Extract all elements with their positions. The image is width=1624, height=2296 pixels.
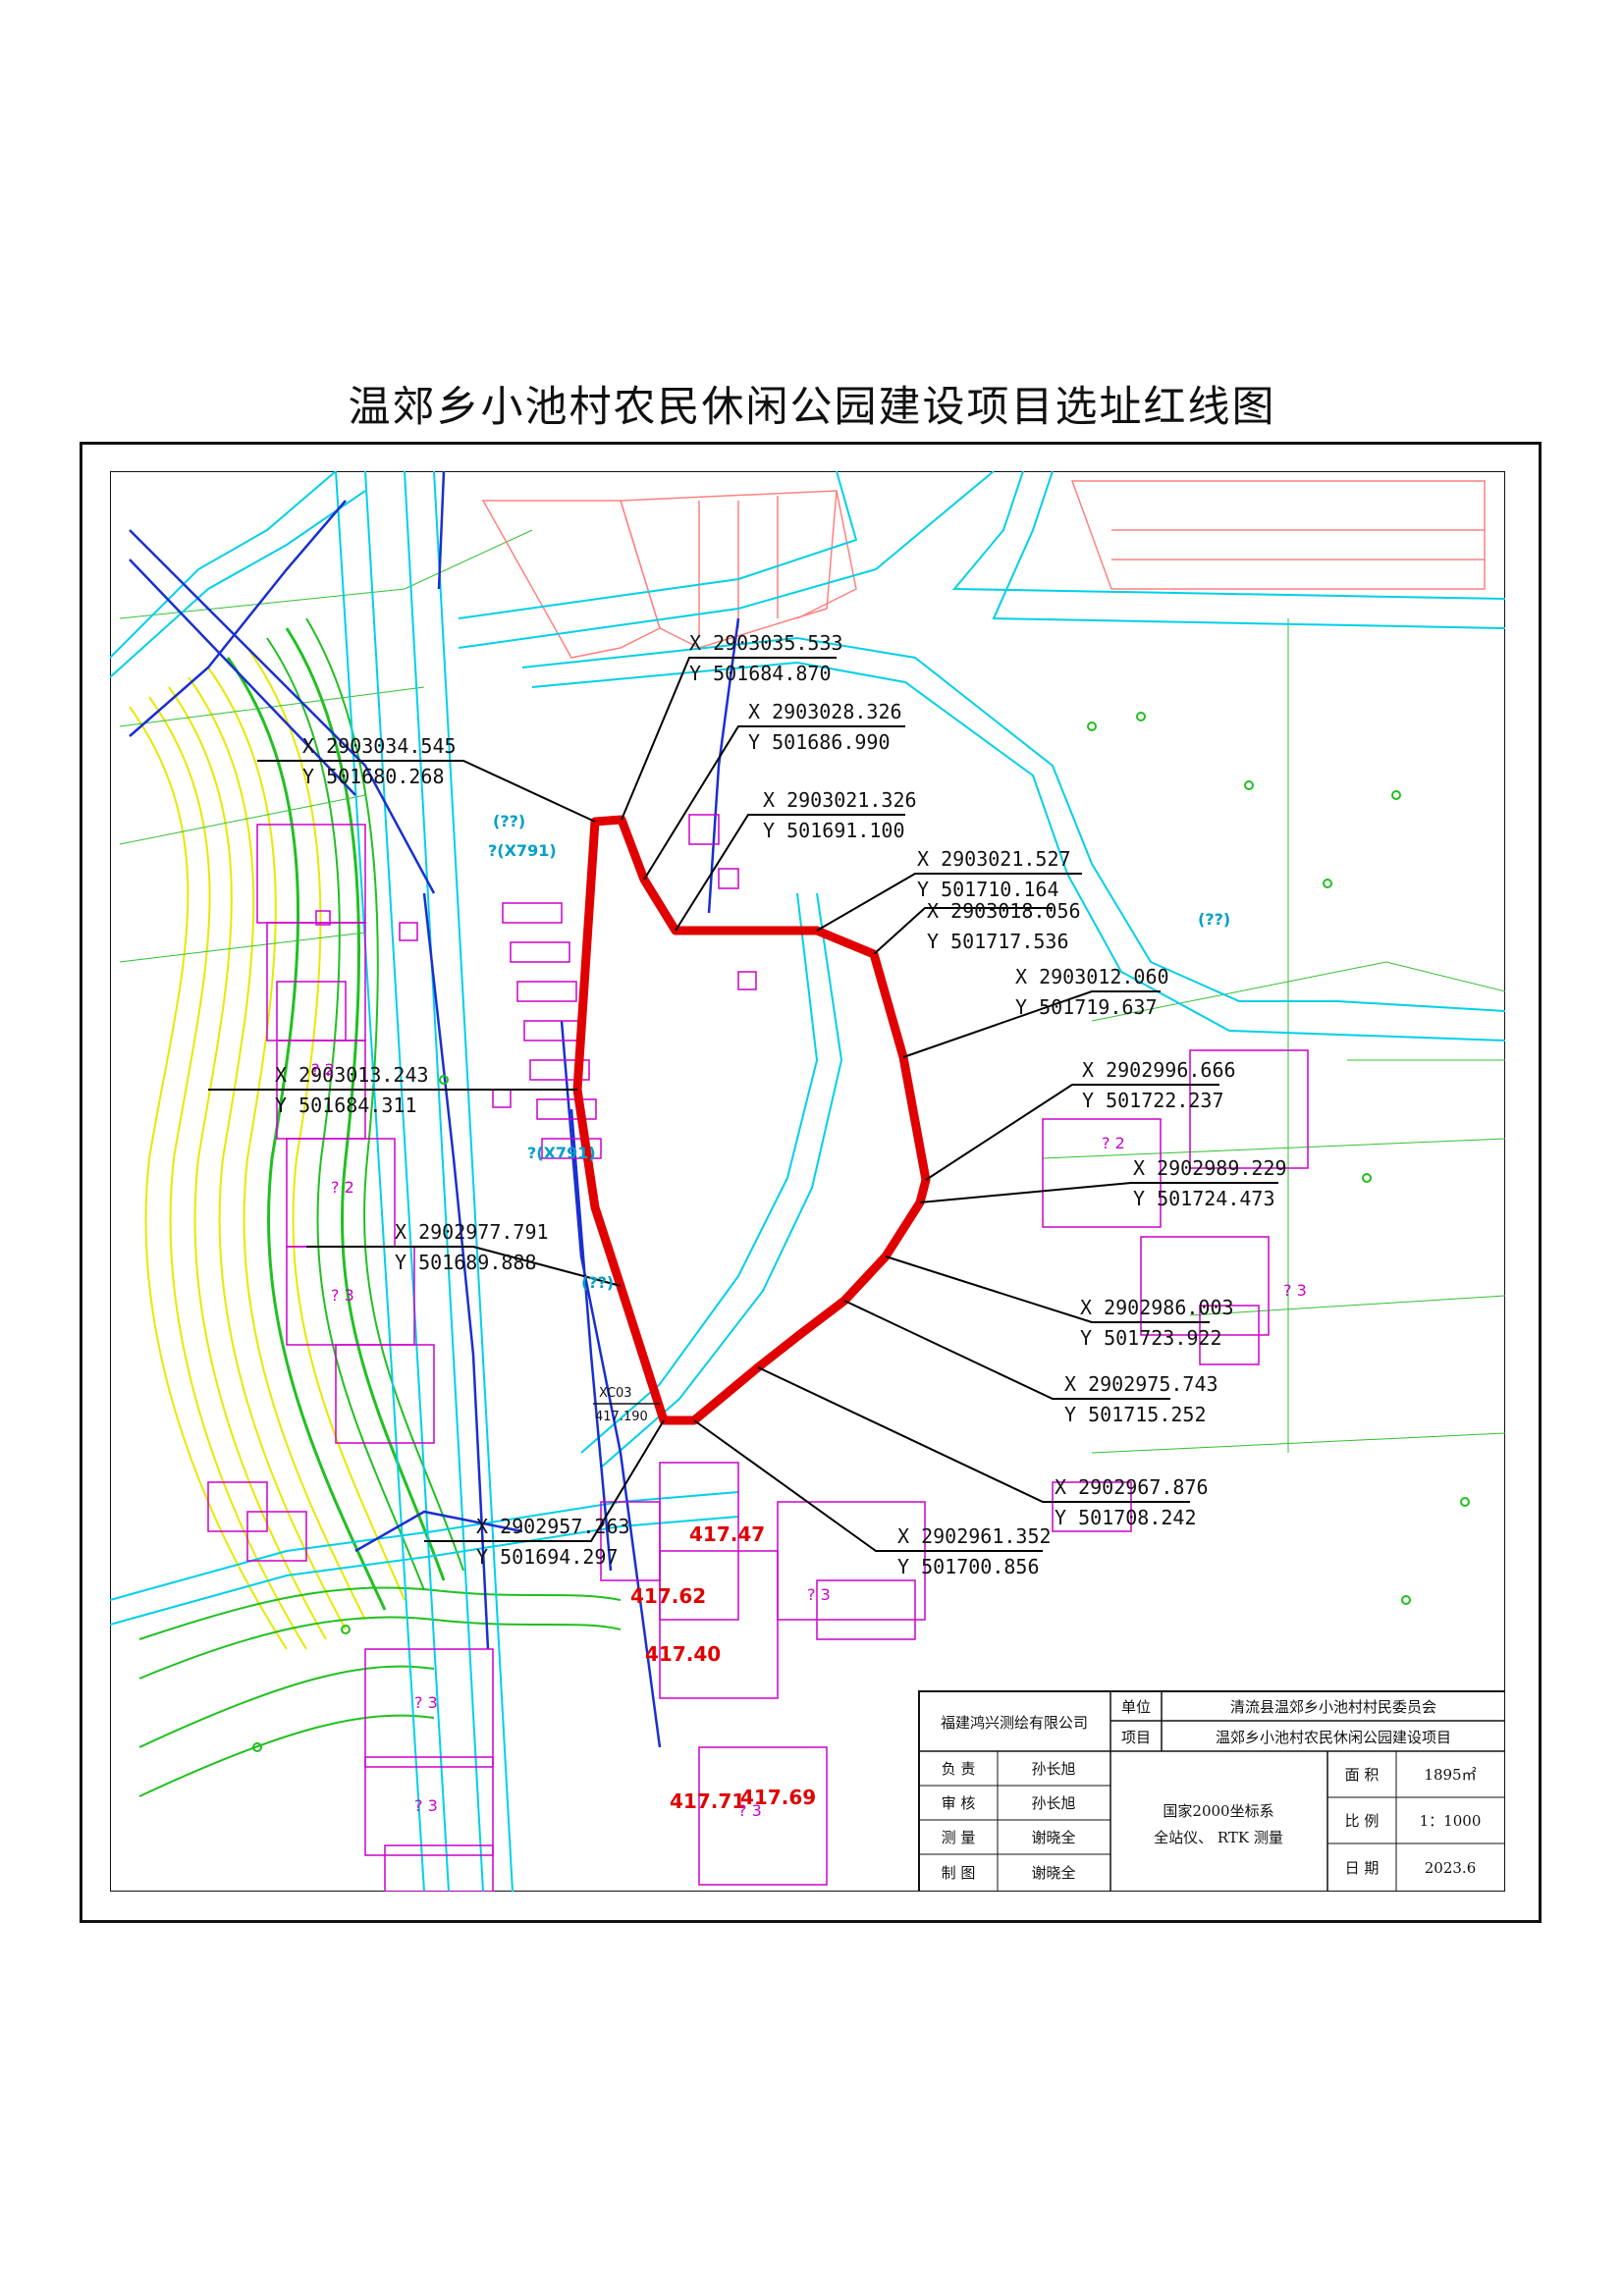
building-label-3c: ? 3 [414, 1693, 438, 1712]
survey-method: 全站仪、 RTK 测量 [1154, 1829, 1283, 1846]
control-point-elevation: 417.190 [595, 1410, 648, 1424]
control-point-label: XC03 [599, 1386, 632, 1401]
building-label-3b: ? 3 [1283, 1281, 1307, 1300]
road-label-q3: (??) [1198, 910, 1230, 929]
scale-label: 比 例 [1345, 1812, 1380, 1830]
name-2: 孙长旭 [1031, 1794, 1075, 1812]
coord-7-x: X 2903012.060 [1015, 965, 1169, 988]
road-network [110, 471, 1505, 1892]
coord-6-y: Y 501717.536 [927, 930, 1069, 953]
coord-14-y: Y 501708.242 [1055, 1506, 1197, 1529]
title-block-company: 福建鸿兴测绘有限公司 [941, 1714, 1088, 1732]
name-4: 谢晓全 [1031, 1864, 1075, 1882]
map-canvas: X 2903035.533 Y 501684.870 X 2903028.326… [110, 471, 1505, 1892]
date-value: 2023.6 [1425, 1859, 1477, 1877]
role-1: 负 责 [942, 1760, 976, 1778]
red-parcels [481, 480, 1486, 659]
title-block-project-label: 项目 [1121, 1729, 1151, 1746]
road-label-x791-2: ?(X791) [527, 1144, 596, 1162]
coordinate-system: 国家2000坐标系 [1163, 1802, 1273, 1820]
coord-1-y: Y 501684.870 [689, 662, 832, 685]
coord-9-y: Y 501722.237 [1082, 1089, 1224, 1112]
coord-13-x: X 2902975.743 [1064, 1372, 1218, 1396]
title-block-unit-value: 清流县温郊乡小池村村民委员会 [1230, 1698, 1436, 1716]
scale-value: 1：1000 [1420, 1812, 1482, 1830]
area-value: 1895㎡ [1424, 1766, 1476, 1784]
coord-15-y: Y 501694.297 [476, 1545, 619, 1569]
name-3: 谢晓全 [1031, 1829, 1075, 1846]
coordinate-labels: X 2903035.533 Y 501684.870 X 2903028.326… [275, 631, 1287, 1578]
date-label: 日 期 [1345, 1859, 1380, 1877]
coord-15-x: X 2902957.263 [476, 1515, 630, 1538]
coord-1-x: X 2903035.533 [689, 631, 843, 655]
outer-frame [80, 442, 1542, 1923]
coord-16-y: Y 501700.856 [897, 1555, 1040, 1578]
elevation-4: 417.71 [670, 1789, 745, 1813]
building-label-3a: ? 3 [331, 1286, 354, 1305]
parcel-lines [119, 529, 1505, 1454]
coord-16-x: X 2902961.352 [897, 1524, 1052, 1548]
coord-9-x: X 2902996.666 [1082, 1058, 1236, 1082]
title-block: 福建鸿兴测绘有限公司 单位 清流县温郊乡小池村村民委员会 项目 温郊乡小池村农民… [918, 1690, 1505, 1892]
building-label-3f: ? 3 [807, 1585, 831, 1604]
building-label-3e: ? 3 [738, 1801, 762, 1820]
coord-3-x: X 2903034.545 [302, 734, 457, 758]
coord-11-x: X 2902977.791 [395, 1220, 549, 1244]
coord-12-y: Y 501723.922 [1080, 1326, 1222, 1350]
coord-7-y: Y 501719.637 [1015, 995, 1158, 1019]
name-1: 孙长旭 [1031, 1760, 1075, 1778]
page-title: 温郊乡小池村农民休闲公园建设项目选址红线图 [348, 383, 1276, 432]
role-3: 测 量 [942, 1829, 976, 1846]
coord-6-x: X 2903018.056 [927, 899, 1081, 923]
coord-8-x: X 2903013.243 [275, 1063, 429, 1087]
coord-2-y: Y 501686.990 [748, 730, 891, 754]
contour-lines [129, 617, 622, 1797]
road-label-q1: (??) [493, 812, 525, 830]
coord-10-y: Y 501724.473 [1133, 1187, 1275, 1210]
role-2: 审 核 [942, 1794, 976, 1812]
elevation-2: 417.62 [630, 1584, 706, 1608]
building-label-2a: ? 2 [311, 1060, 335, 1079]
road-label-x791-1: ?(X791) [488, 841, 557, 860]
title-block-unit-label: 单位 [1121, 1698, 1151, 1716]
elevation-5: 417.69 [740, 1786, 816, 1809]
coord-14-x: X 2902967.876 [1055, 1475, 1209, 1499]
building-label-2c: ? 2 [1102, 1134, 1125, 1152]
coord-3-y: Y 501680.268 [302, 765, 445, 788]
building-label-2b: ? 2 [331, 1178, 354, 1197]
coord-10-x: X 2902989.229 [1133, 1156, 1287, 1180]
coord-4-x: X 2903021.326 [763, 788, 917, 812]
coord-12-x: X 2902986.003 [1080, 1296, 1234, 1319]
coord-5-y: Y 501710.164 [917, 878, 1059, 901]
title-block-project-value: 温郊乡小池村农民休闲公园建设项目 [1216, 1729, 1451, 1746]
elevation-3: 417.40 [645, 1642, 721, 1666]
road-label-q2: (??) [581, 1273, 614, 1292]
area-label: 面 积 [1345, 1766, 1380, 1784]
coord-2-x: X 2903028.326 [748, 700, 902, 723]
buildings [207, 814, 1309, 1892]
coord-4-y: Y 501691.100 [763, 819, 905, 842]
coord-8-y: Y 501684.311 [275, 1094, 417, 1117]
elevation-1: 417.47 [689, 1522, 765, 1546]
coord-13-y: Y 501715.252 [1064, 1403, 1207, 1426]
coord-5-x: X 2903021.527 [917, 847, 1071, 871]
building-label-3d: ? 3 [414, 1796, 438, 1815]
role-4: 制 图 [942, 1864, 976, 1882]
leader-lines [208, 657, 1278, 1552]
map-annotations: (??) ?(X791) ?(X791) (??) (??) XC03 417.… [311, 812, 1307, 1820]
coord-11-y: Y 501689.888 [395, 1251, 537, 1274]
